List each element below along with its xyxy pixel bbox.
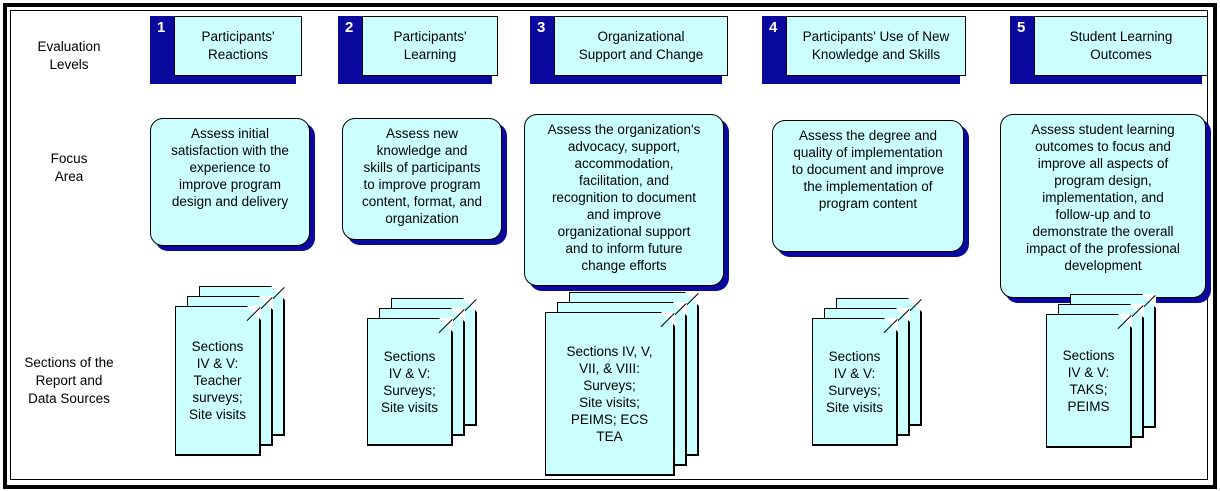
focus-3-text: Assess the organization's advocacy, supp… [547, 122, 701, 273]
level-1-box: Participants' Reactions [174, 16, 302, 76]
level-2-box: Participants' Learning [362, 16, 498, 76]
data-source-5-text: Sections IV & V: TAKS; PEIMS [1062, 347, 1115, 414]
data-source-4-document: Sections IV & V: Surveys; Site visits [812, 318, 898, 446]
data-source-3-text: Sections IV, V, VII, & VIII: Surveys; Si… [566, 343, 653, 444]
level-5-number: 5 [1017, 19, 1026, 36]
row-label-focus-area: Focus Area [50, 151, 88, 184]
data-source-2-text: Sections IV & V: Surveys; Site visits [380, 348, 438, 415]
data-source-3-document: Sections IV, V, VII, & VIII: Surveys; Si… [545, 312, 675, 476]
data-source-1-document: Sections IV & V: Teacher surveys; Site v… [175, 306, 261, 456]
level-3-box: Organizational Support and Change [554, 16, 728, 76]
row-label-evaluation-levels: Evaluation Levels [37, 39, 101, 72]
outer-frame [3, 3, 1217, 489]
row-label-sections: Sections of the Report and Data Sources [24, 355, 114, 406]
level-1-title: Participants' Reactions [201, 29, 275, 62]
level-3-number: 3 [537, 19, 546, 36]
data-source-5-document: Sections IV & V: TAKS; PEIMS [1046, 314, 1132, 448]
data-source-1-text: Sections IV & V: Teacher surveys; Site v… [188, 339, 246, 422]
level-4-title: Participants' Use of New Knowledge and S… [802, 29, 950, 62]
level-5-box: Student Learning Outcomes [1034, 16, 1208, 76]
level-3-title: Organizational Support and Change [578, 29, 704, 62]
level-1-number: 1 [157, 19, 166, 36]
focus-3-box: Assess the organization's advocacy, supp… [524, 114, 724, 286]
level-4-box: Participants' Use of New Knowledge and S… [786, 16, 966, 76]
focus-5-box: Assess student learning outcomes to focu… [1000, 114, 1206, 298]
focus-1-box: Assess initial satisfaction with the exp… [150, 118, 310, 246]
data-source-2-document: Sections IV & V: Surveys; Site visits [367, 318, 453, 446]
focus-1-text: Assess initial satisfaction with the exp… [171, 126, 289, 209]
level-2-number: 2 [345, 19, 354, 36]
level-2-title: Participants' Learning [393, 29, 467, 62]
focus-2-text: Assess new knowledge and skills of parti… [361, 126, 483, 226]
data-source-4-text: Sections IV & V: Surveys; Site visits [825, 348, 883, 415]
level-4-number: 4 [769, 19, 778, 36]
level-5-title: Student Learning Outcomes [1069, 29, 1173, 62]
focus-4-box: Assess the degree and quality of impleme… [772, 120, 964, 252]
focus-4-text: Assess the degree and quality of impleme… [791, 128, 945, 211]
focus-2-box: Assess new knowledge and skills of parti… [342, 118, 502, 240]
focus-5-text: Assess student learning outcomes to focu… [1026, 122, 1180, 273]
